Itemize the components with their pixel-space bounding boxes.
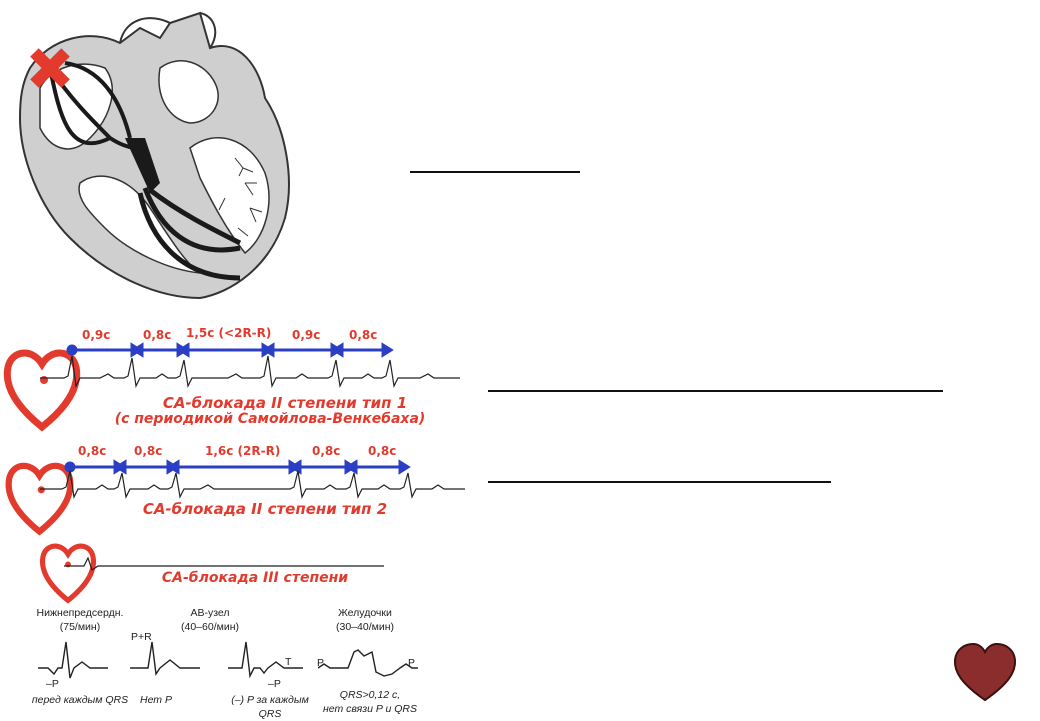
sa-node-block-cross-icon [30,48,70,88]
heart-conduction-diagram [18,11,290,300]
vessels [119,12,217,49]
strip1-interval-1: 0,9с [82,328,111,342]
av-p-label: –P [268,678,281,690]
atrial-p-label: –P [46,678,59,690]
right-ventricle [189,137,270,255]
answer-blank-line-1[interactable] [410,171,580,173]
right-atrium [158,60,219,124]
strip2-ecg [40,459,465,499]
strip1-caption-line2: (с периодикой Самойлова-Венкебаха) [114,411,426,427]
av-t-label: T [285,656,292,668]
av-node-complex-retrograde-p [228,641,303,679]
vent-p-left-label: P [317,657,325,669]
atrial-rhythm-title: Нижнепредсердн. (75/мин) [36,607,124,633]
strip1-ecg [40,342,460,389]
purkinje-fibers [218,157,263,237]
vent-p-right-label: P [408,657,416,669]
strip3-ecg [64,556,384,571]
atrial-caption: перед каждым QRS [31,694,129,706]
answer-blank-line-2[interactable] [488,390,943,392]
strip1-interval-3: 1,5с (<2R-R) [186,326,272,340]
strip2-interval-2: 0,8с [134,444,163,458]
strip1-interval-5: 0,8с [349,328,378,342]
strip1-caption-line1: СА-блокада II степени тип 1 [162,394,408,412]
answer-blank-line-3[interactable] [488,481,831,483]
heart-icon[interactable] [952,642,1018,702]
av-pr-label: P+R [131,631,152,643]
atrial-escape-complex [38,641,108,679]
strip2-caption: СА-блокада II степени тип 2 [142,500,388,518]
av-node-rhythm-title: АВ-узел (40–60/мин) [181,607,239,633]
strip2-heart-icon [5,462,74,536]
ventricular-escape-complex [318,649,418,677]
av-node-complex-no-p [130,641,200,676]
strip2-interval-5: 0,8с [368,444,397,458]
av-caption-b: (–) P за каждым QRS [231,694,309,720]
vent-caption: QRS>0,12 с, нет связи P и QRS [323,689,417,715]
av-caption-a: Нет P [140,694,172,706]
strip3-caption: СА-блокада III степени [161,570,349,586]
strip1-interval-2: 0,8с [143,328,172,342]
ventricular-rhythm-title: Желудочки (30–40/мин) [336,607,394,633]
strip2-interval-1: 0,8с [78,444,107,458]
bundle-branches [137,187,242,281]
strip1-interval-4: 0,9с [292,328,321,342]
left-atrium [39,63,113,150]
strip2-interval-4: 0,8с [312,444,341,458]
strip2-interval-3: 1,6с (2R-R) [205,444,281,458]
his-bundle [125,138,160,193]
